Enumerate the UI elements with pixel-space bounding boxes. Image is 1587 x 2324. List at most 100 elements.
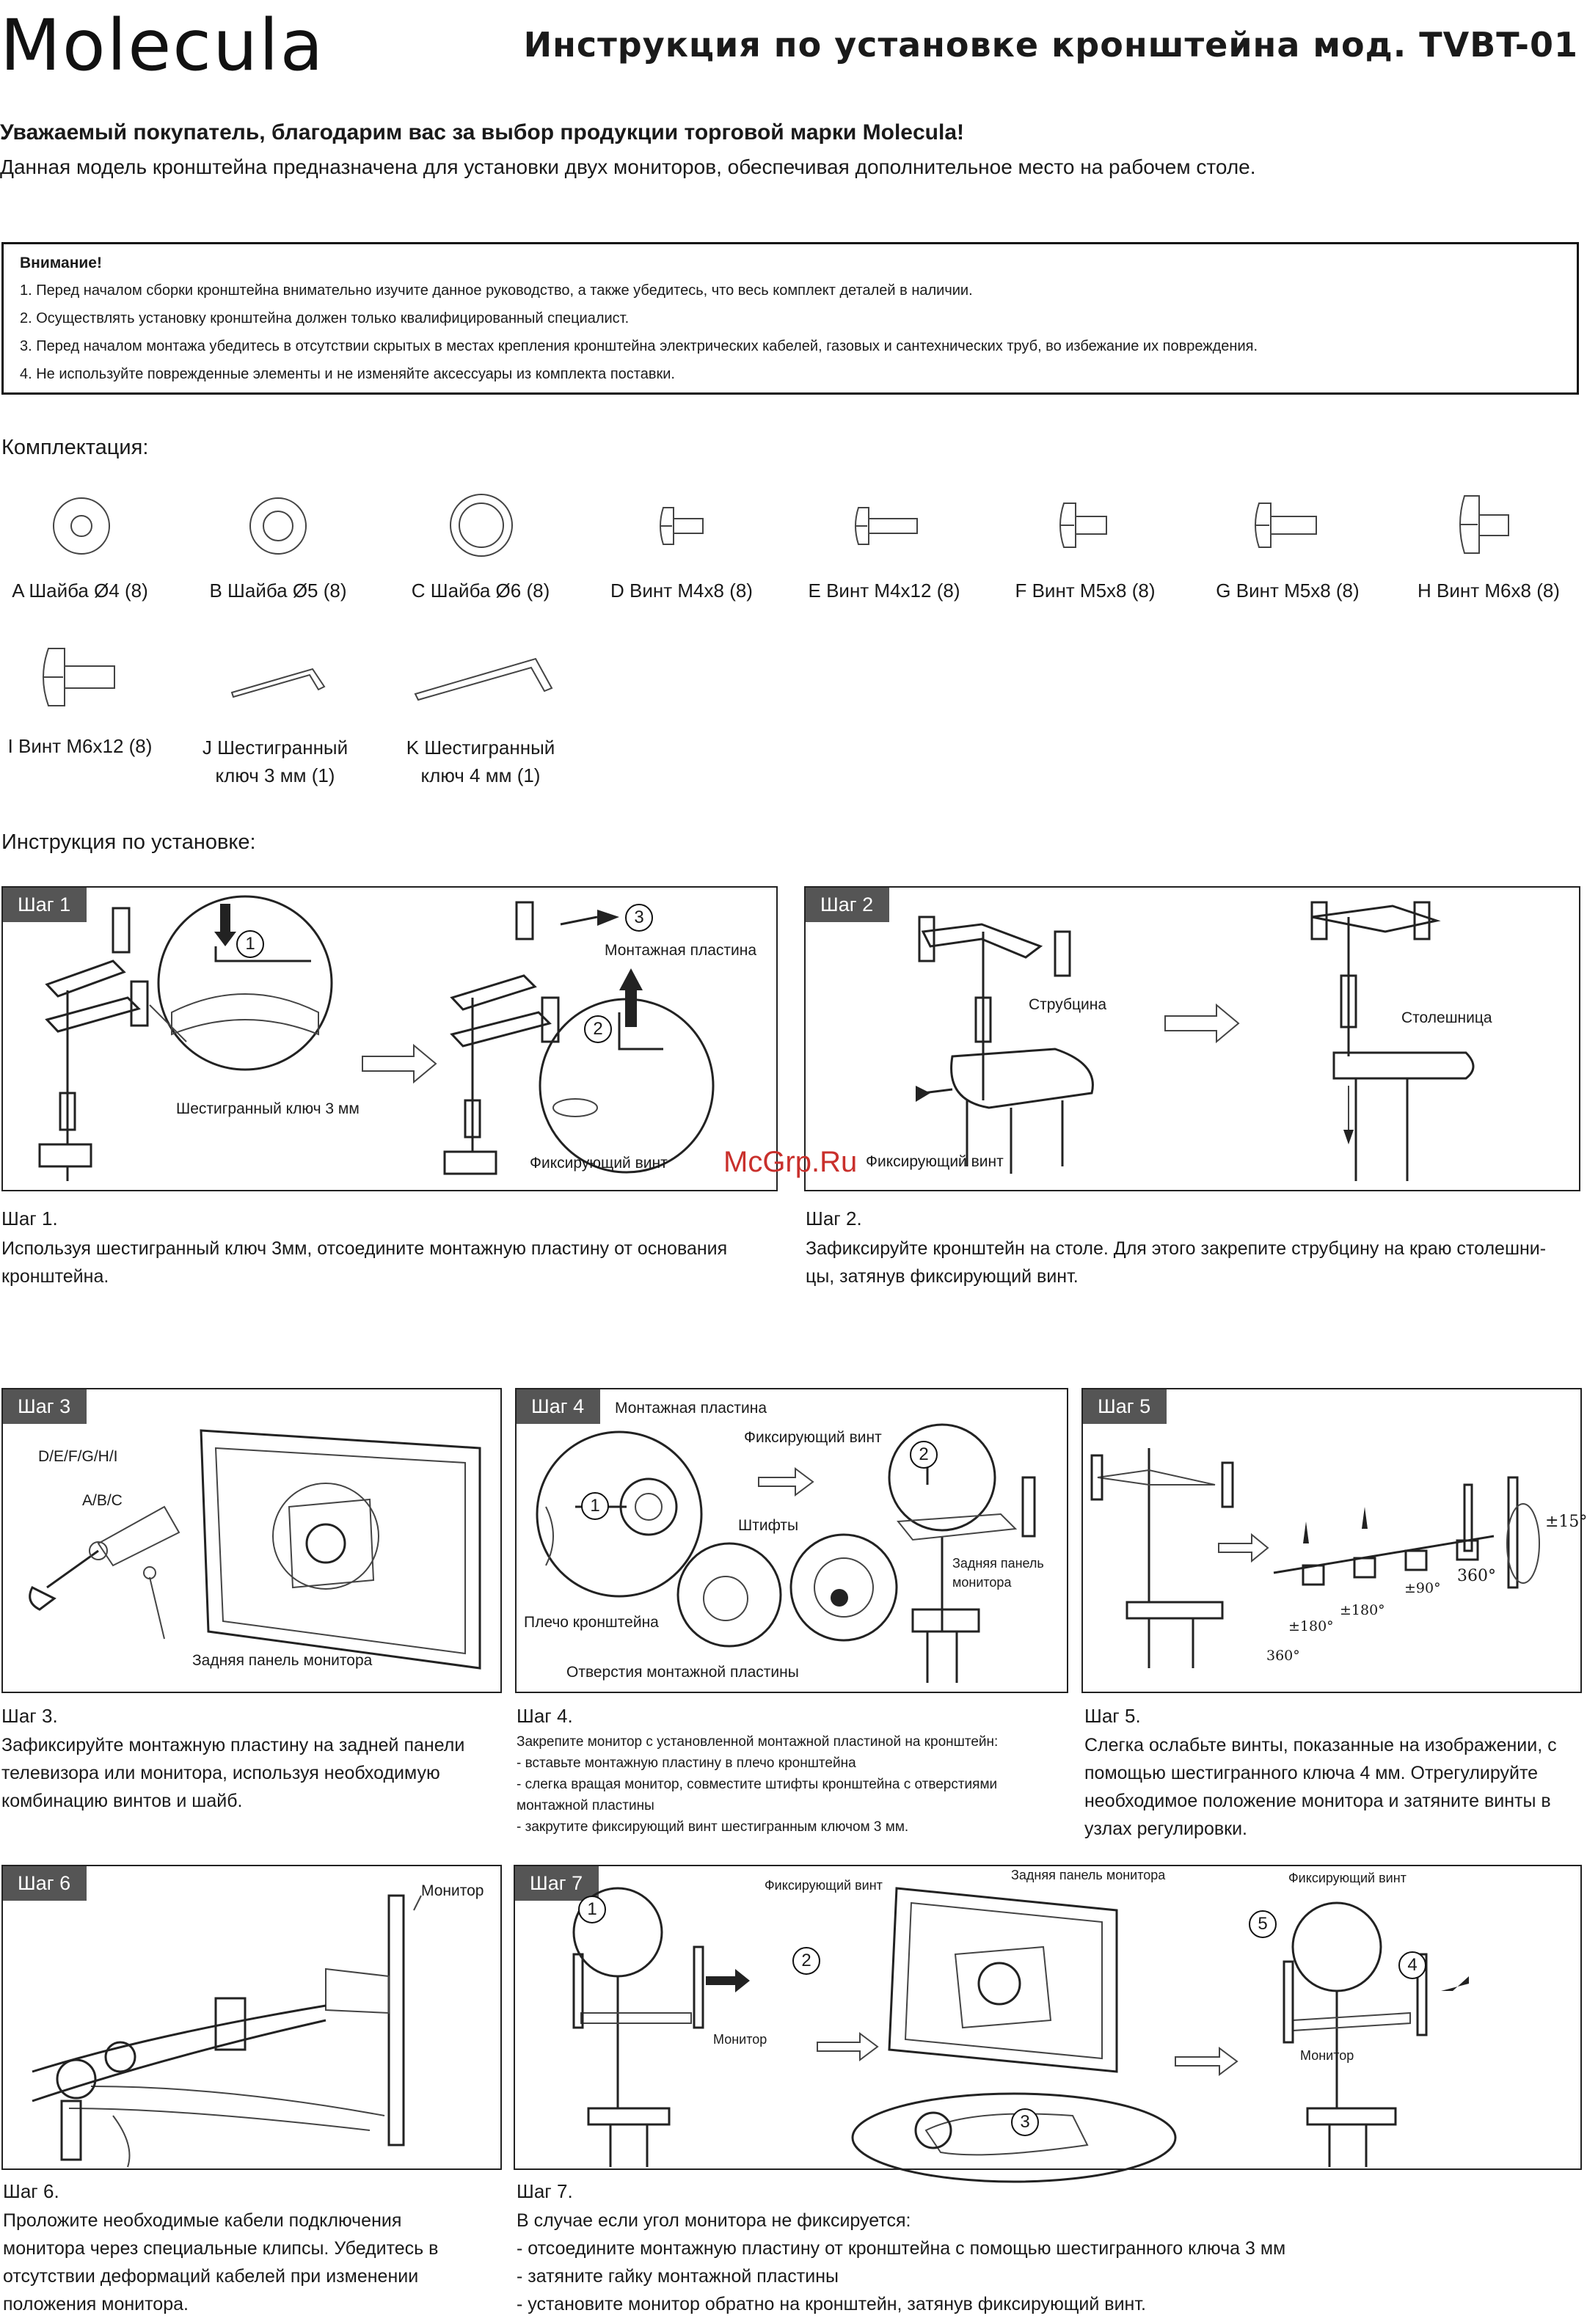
step-number: 3	[625, 904, 653, 932]
step-6-tag: Шаг 6	[3, 1866, 87, 1901]
callout-label: Штифты	[738, 1517, 799, 1534]
callout-label: Фиксирующий винт	[1288, 1871, 1407, 1885]
step-2-text: Зафиксируйте кронштейн на столе. Для это…	[806, 1238, 1547, 1287]
angle-label: ±15°	[1545, 1513, 1587, 1531]
angle-label: ±180°	[1288, 1618, 1334, 1634]
callout-label: Задняя панель монитора	[952, 1556, 1044, 1590]
step-4-line: - вставьте монтажную пластину в плечо кр…	[517, 1755, 856, 1771]
step-3-text: Зафиксируйте монтажную пластину на задне…	[1, 1735, 465, 1811]
step-6-panel: Шаг 6 Монитор	[1, 1865, 502, 2170]
washer-icon	[446, 490, 517, 560]
screw-icon	[38, 644, 126, 710]
part-label: H Винт M6x8 (8)	[1418, 580, 1560, 602]
step-4-text: Закрепите монитор с установленной монтаж…	[517, 1731, 1030, 1838]
callout-label: Фиксирующий винт	[866, 1153, 1004, 1170]
step-6-text: Проложите необходимые кабели подключения…	[3, 2210, 439, 2314]
step-7-text: В случае если угол монитора не фиксирует…	[517, 2207, 1573, 2318]
part-label: G Винт M5x8 (8)	[1216, 580, 1360, 602]
warning-box: Внимание! 1. Перед началом сборки кроншт…	[1, 242, 1579, 395]
step-5-illustration	[1090, 1448, 1540, 1668]
screw-icon	[656, 500, 715, 552]
callout-label: A/B/C	[82, 1492, 123, 1509]
part-label: I Винт M6x12 (8)	[7, 735, 153, 757]
callout-label: D/E/F/G/H/I	[38, 1448, 118, 1465]
callout-label: Отверстия монтажной пластины	[566, 1664, 799, 1681]
step-1-illustration	[38, 895, 715, 1181]
hex-key-icon	[227, 657, 330, 701]
step-3-heading: Шаг 3.	[1, 1705, 58, 1727]
step-3-illustration	[29, 1429, 481, 1670]
page-title: Инструкция по установке кронштейна мод. …	[523, 25, 1578, 65]
warning-line: 4. Не используйте поврежденные элементы …	[20, 366, 675, 382]
callout-label: Плечо кронштейна	[524, 1614, 659, 1631]
step-5-heading: Шаг 5.	[1084, 1705, 1141, 1727]
step-5-tag: Шаг 5	[1083, 1389, 1167, 1424]
install-heading: Инструкция по установке:	[1, 830, 256, 854]
step-3-tag: Шаг 3	[3, 1389, 87, 1424]
warning-line: 3. Перед началом монтажа убедитесь в отс…	[20, 338, 1258, 354]
step-1-text: Используя шестигранный ключ 3мм, отсоеди…	[1, 1238, 728, 1287]
callout-label: Задняя панель монитора	[1011, 1868, 1166, 1882]
step-4-line: - слегка вращая монитор, совместите штиф…	[517, 1777, 998, 1813]
step-4-tag: Шаг 4	[517, 1389, 601, 1424]
step-2-panel: Шаг 2 Струбцина Столешница Фиксирующий в…	[804, 886, 1580, 1191]
step-4-heading: Шаг 4.	[517, 1705, 573, 1727]
step-7-tag: Шаг 7	[515, 1866, 599, 1901]
callout-label: Монтажная пластина	[605, 942, 757, 959]
greeting-text: Уважаемый покупатель, благодарим вас за …	[0, 120, 965, 145]
part-label: B Шайба Ø5 (8)	[209, 580, 347, 602]
step-2-tag: Шаг 2	[806, 888, 890, 922]
step-7-illustration	[572, 1887, 1469, 2183]
part-label-line: K Шестигранный	[406, 737, 555, 759]
part-label: C Шайба Ø6 (8)	[411, 580, 550, 602]
logo-text: Molecula	[0, 4, 325, 87]
step-number: 1	[578, 1896, 606, 1923]
step-5-text: Слегка ослабьте винты, показанные на изо…	[1084, 1735, 1557, 1839]
part-label: D Винт M4x8 (8)	[610, 580, 753, 602]
warning-title: Внимание!	[20, 255, 102, 271]
parts-heading: Комплектация:	[1, 436, 149, 459]
step-7-line: - установите монитор обратно на кронштей…	[517, 2294, 1146, 2314]
step-7-heading: Шаг 7.	[517, 2180, 573, 2202]
brand-logo: Molecula	[0, 9, 367, 82]
step-4-illustration	[536, 1423, 1036, 1683]
callout-label: Монтажная пластина	[615, 1400, 767, 1417]
step-5-panel: Шаг 5 ±15° 360° ±90° ±180° ±180° 360°	[1081, 1388, 1587, 1693]
angle-label: ±180°	[1340, 1602, 1385, 1618]
callout-label: Струбцина	[1029, 996, 1107, 1013]
screw-icon	[1057, 497, 1115, 553]
step-4-panel: Шаг 4 1 2 Монтажная пластина Фиксирующий…	[515, 1388, 1068, 1693]
step-2-illustration	[916, 901, 1475, 1181]
warning-line: 2. Осуществлять установку кронштейна дол…	[20, 310, 630, 326]
angle-label: 360°	[1266, 1648, 1300, 1664]
callout-label: Фиксирующий винт	[744, 1429, 882, 1446]
step-number: 3	[1011, 2108, 1039, 2136]
angle-label: ±90°	[1404, 1580, 1441, 1596]
step-7-panel: Шаг 7 1 2 3 4 5 Фиксирующий винт	[514, 1865, 1582, 2183]
callout-label: Монитор	[1300, 2048, 1354, 2063]
step-2-heading: Шаг 2.	[806, 1207, 862, 1229]
screw-icon	[1252, 497, 1325, 553]
callout-label: Шестигранный ключ 3 мм	[176, 1100, 360, 1117]
part-label: K Шестигранный ключ 4 мм (1)	[389, 734, 572, 789]
warning-line: 1. Перед началом сборки кронштейна внима…	[20, 282, 973, 299]
screw-icon	[851, 500, 924, 552]
step-number: 5	[1249, 1910, 1277, 1938]
step-4-line: - закрутите фиксирующий винт шестигранны…	[517, 1819, 909, 1835]
screw-icon	[1456, 492, 1522, 558]
callout-label: Задняя панель монитора	[192, 1652, 373, 1669]
part-label: A Шайба Ø4 (8)	[12, 580, 148, 602]
part-label-line: ключ 3 мм (1)	[215, 764, 335, 786]
part-label-line: J Шестигранный	[202, 737, 349, 759]
step-number: 1	[236, 930, 264, 958]
callout-label: Фиксирующий винт	[530, 1155, 668, 1172]
step-7-line: - отсоедините монтажную пластину от крон…	[517, 2238, 1286, 2259]
hex-key-icon	[411, 650, 558, 709]
step-4-line: Закрепите монитор с установленной монтаж…	[517, 1734, 999, 1750]
step-3-panel: Шаг 3 D/E/F/G/H/I A/B/C Задняя панель мо…	[1, 1388, 502, 1693]
step-1-heading: Шаг 1.	[1, 1207, 58, 1229]
part-label: E Винт M4x12 (8)	[808, 580, 960, 602]
callout-label: Монитор	[421, 1882, 484, 1899]
step-number: 1	[581, 1492, 609, 1520]
part-label: F Винт M5x8 (8)	[1015, 580, 1156, 602]
